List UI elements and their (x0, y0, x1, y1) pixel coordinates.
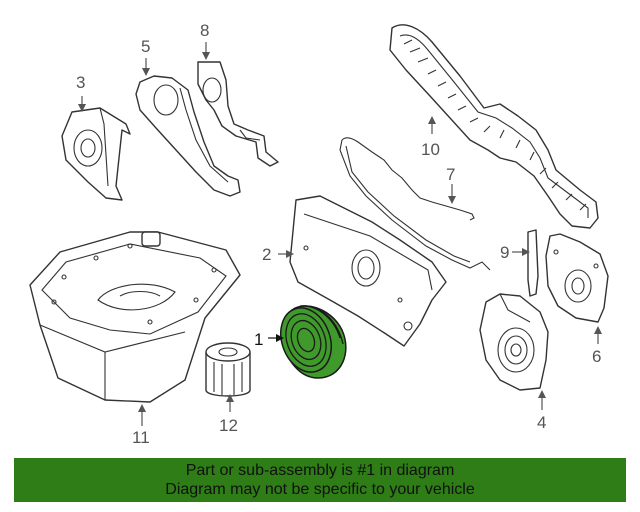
banner-line-2: Diagram may not be specific to your vehi… (165, 481, 475, 498)
part-11-oil-pan (29, 231, 241, 403)
part-8-cam-gasket (197, 61, 279, 167)
part-10-timing-belt (389, 24, 599, 229)
part-9-bracket (527, 229, 539, 297)
callout-8: 8 (200, 21, 209, 40)
callout-7: 7 (446, 165, 455, 184)
part-5-belt-cover (135, 75, 241, 197)
callout-3: 3 (76, 73, 85, 92)
part-12-oil-filter (205, 342, 251, 397)
banner-line-1: Part or sub-assembly is #1 in diagram (185, 462, 455, 479)
callout-10: 10 (421, 140, 440, 159)
diagram-notice-banner: Part or sub-assembly is #1 in diagram Di… (14, 458, 626, 502)
callout-4: 4 (537, 413, 546, 432)
part-1-crankshaft-pulley (280, 305, 347, 379)
callout-9: 9 (500, 243, 509, 262)
part-2-timing-cover (289, 195, 447, 347)
callout-5: 5 (141, 37, 150, 56)
part-6-rear-cover (545, 233, 609, 323)
part-3-belt-cover (61, 107, 131, 201)
callout-1: 1 (254, 330, 263, 349)
callout-leaders (78, 42, 602, 426)
part-4-tensioner-housing (479, 293, 549, 391)
callout-2: 2 (262, 245, 271, 264)
callout-11: 11 (132, 428, 150, 447)
part-7-gasket (339, 137, 491, 271)
callout-12: 12 (219, 416, 238, 435)
callout-6: 6 (592, 347, 601, 366)
